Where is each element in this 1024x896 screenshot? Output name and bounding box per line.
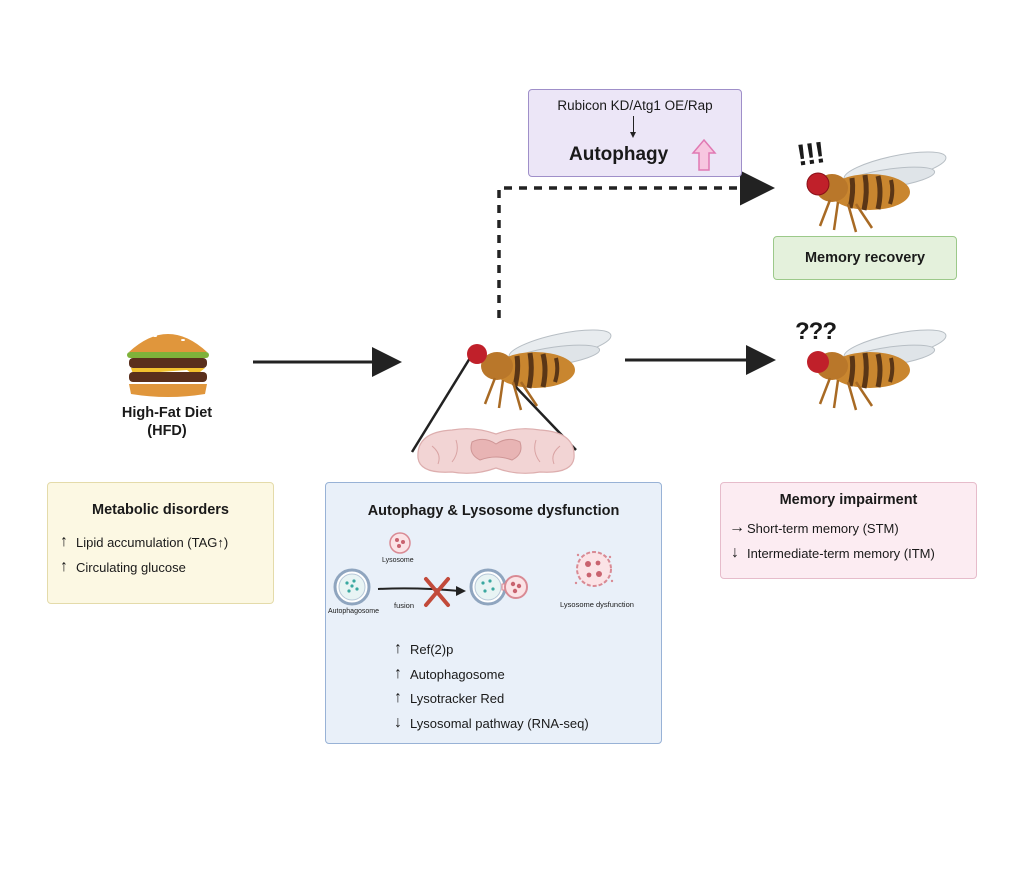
memory-item-text: Intermediate-term memory (ITM) [747, 545, 935, 561]
burger-icon [127, 331, 209, 397]
autophagy-item-ref2p: ↑ Ref(2)p [392, 640, 453, 658]
diet-title: High-Fat Diet (HFD) [92, 404, 242, 440]
question-marks: ??? [795, 318, 837, 345]
metabolic-item-text: Lipid accumulation (TAG↑) [76, 534, 229, 550]
memory-recovery-box: Memory recovery [773, 236, 957, 280]
down-arrow-icon: ↓ [394, 714, 402, 731]
memory-item-stm: → Short-term memory (STM) [729, 519, 899, 537]
metabolic-title: Metabolic disorders [92, 502, 229, 518]
zoom-line-left [410, 357, 472, 453]
autolysosome-icon [469, 568, 528, 606]
exclamation-marks: !!! [794, 136, 827, 173]
memory-item-itm: ↓ Intermediate-term memory (ITM) [729, 544, 935, 562]
intervention-down-arrow-head [630, 132, 636, 138]
autophagy-item-lysosomal-pathway: ↓ Lysosomal pathway (RNA-seq) [392, 714, 589, 732]
memory-impairment-title: Memory impairment [779, 492, 918, 508]
autophagy-item-text: Lysotracker Red [410, 690, 505, 706]
up-arrow-icon: ↑ [217, 534, 224, 550]
intervention-box: Rubicon KD/Atg1 OE/Rap Autophagy [528, 89, 742, 177]
autophagy-lysosome-box: Autophagy & Lysosome dysfunction Lysosom… [325, 482, 662, 744]
up-arrow-icon: ↑ [394, 665, 402, 682]
fusion-blocked-arrow [377, 577, 466, 607]
autophagy-item-lysotracker: ↑ Lysotracker Red [392, 689, 504, 707]
autophagy-item-text: Lysosomal pathway (RNA-seq) [410, 715, 589, 731]
up-arrow-icon: ↑ [60, 533, 68, 550]
up-arrow-icon: ↑ [394, 640, 402, 657]
lysosome-dysfunction-icon [574, 551, 614, 587]
autophagosome-label: Autophagosome [328, 608, 379, 615]
autophagy-item-text: Autophagosome [410, 666, 505, 682]
autophagy-label: Autophagy [569, 144, 669, 165]
metabolic-disorders-box: Metabolic disorders ↑ Lipid accumulation… [47, 482, 274, 604]
lysosome-dysfunction-label: Lysosome dysfunction [560, 600, 634, 609]
fly-recovered [806, 151, 947, 233]
up-arrow-icon: ↑ [394, 689, 402, 706]
down-arrow-icon: ↓ [731, 544, 739, 561]
up-arrow-icon: ↑ [60, 558, 68, 575]
memory-impairment-box: Memory impairment → Short-term memory (S… [720, 482, 977, 579]
memory-recovery-label: Memory recovery [804, 250, 926, 266]
up-arrow-icon [691, 138, 717, 171]
fusion-label: fusion [394, 601, 415, 610]
autophagy-item-autophagosome: ↑ Autophagosome [392, 665, 505, 683]
lysosome-icon [389, 532, 411, 554]
right-arrow-icon: → [729, 519, 745, 536]
blocked-x-icon [424, 577, 450, 607]
metabolic-item-lipid: ↑ Lipid accumulation (TAG↑) [58, 533, 228, 551]
metabolic-item-text: Circulating glucose [76, 559, 186, 575]
diet-title-line2: (HFD) [147, 423, 187, 439]
autophagy-item-text: Ref(2)p [410, 641, 454, 657]
brain-icon [417, 428, 575, 474]
fly-hfd [467, 329, 612, 411]
fly-impaired [807, 329, 947, 411]
autophagosome-icon [333, 568, 371, 606]
intervention-down-arrow [633, 116, 634, 136]
metabolic-item-glucose: ↑ Circulating glucose [58, 558, 186, 576]
lysosome-label: Lysosome [382, 557, 414, 564]
memory-item-text: Short-term memory (STM) [747, 520, 899, 536]
dashed-arrow-to-recovery [497, 170, 775, 318]
autophagy-box-title: Autophagy & Lysosome dysfunction [367, 503, 620, 519]
diet-title-line1: High-Fat Diet [121, 405, 213, 421]
intervention-text: Rubicon KD/Atg1 OE/Rap [557, 98, 713, 113]
